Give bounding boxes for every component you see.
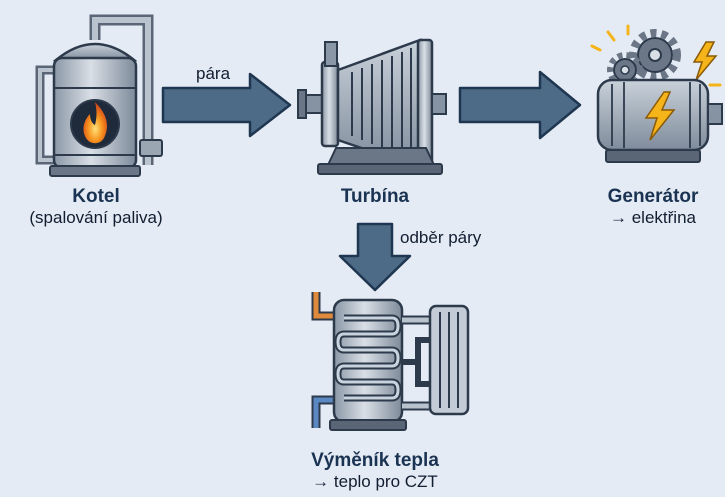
edge-label-steam-extraction: odběr páry	[400, 228, 482, 247]
radiator-icon	[402, 304, 470, 416]
heat-exchanger-icon	[311, 292, 470, 431]
turbine-label: Turbína	[300, 186, 450, 208]
heat-exchanger-title: Výměník tepla	[311, 450, 439, 471]
arrow-boiler-to-turbine	[161, 72, 292, 138]
generator-title: Generátor	[607, 186, 699, 207]
generator-subtitle: → elektřina	[610, 207, 696, 227]
boiler-subtitle: (spalování paliva)	[29, 207, 163, 227]
boiler-title: Kotel	[72, 186, 120, 207]
edge-label-steam: pára	[196, 64, 231, 83]
electric-generator-icon	[590, 24, 723, 163]
boiler-icon	[35, 14, 163, 177]
boiler-label: Kotel (spalování paliva)	[0, 186, 192, 227]
heat-exchanger-label: Výměník tepla → teplo pro CZT	[280, 450, 470, 491]
heat-exchanger-subtitle: → teplo pro CZT	[312, 471, 438, 491]
arrow-turbine-to-generator	[458, 70, 582, 140]
steam-turbine-icon	[297, 38, 447, 175]
flame-icon	[83, 102, 107, 144]
turbine-title: Turbína	[340, 186, 410, 207]
generator-label: Generátor → elektřina	[583, 186, 723, 227]
arrow-turbine-to-exchanger	[338, 222, 412, 292]
lightning-bolt-icon	[692, 41, 718, 81]
gear-icon	[629, 29, 681, 81]
